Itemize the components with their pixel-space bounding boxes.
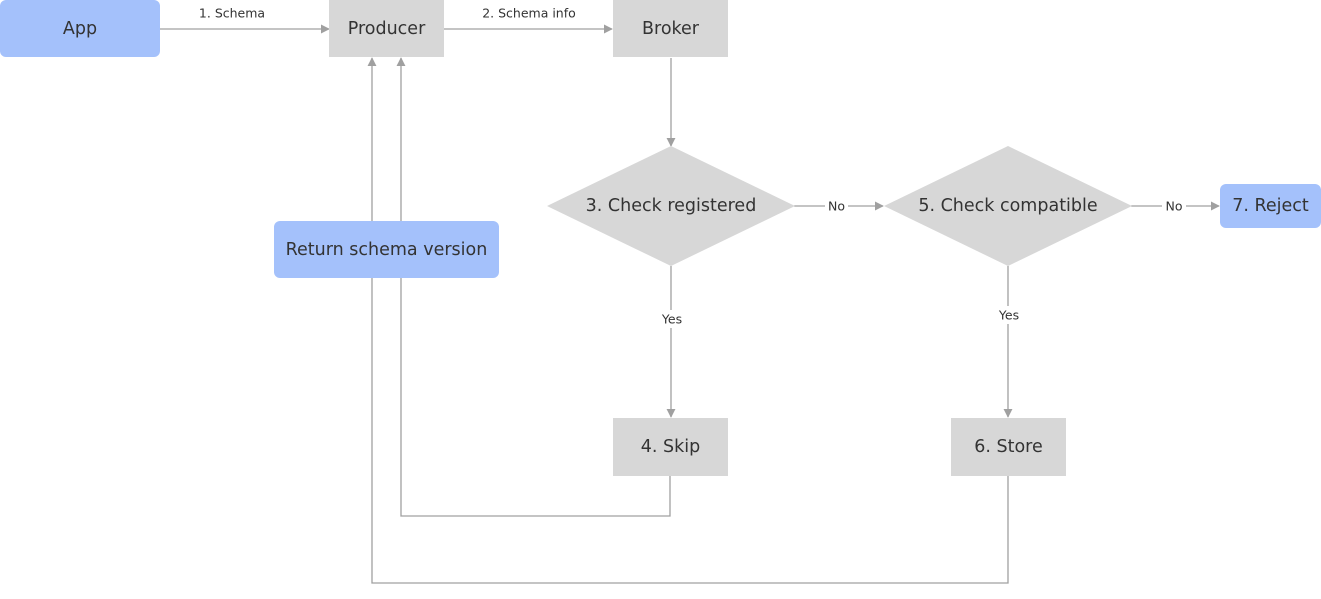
node-check-registered: 3. Check registered bbox=[547, 146, 795, 266]
node-broker-label: Broker bbox=[642, 19, 700, 39]
node-check-registered-label: 3. Check registered bbox=[586, 196, 757, 216]
node-broker: Broker bbox=[613, 0, 728, 57]
node-return-schema-version-label: Return schema version bbox=[286, 240, 488, 260]
edges bbox=[160, 24, 1220, 584]
node-reject: 7. Reject bbox=[1220, 184, 1321, 228]
node-skip-label: 4. Skip bbox=[641, 437, 700, 457]
node-skip: 4. Skip bbox=[613, 418, 728, 476]
edge-label-schema: 1. Schema bbox=[199, 6, 265, 21]
node-check-compatible-label: 5. Check compatible bbox=[918, 196, 1097, 216]
edge-store-to-producer bbox=[367, 57, 1009, 584]
node-app-label: App bbox=[63, 19, 97, 39]
nodes: App Producer Broker 3. Check registered … bbox=[0, 0, 1321, 476]
node-return-schema-version: Return schema version bbox=[274, 221, 499, 278]
node-producer-label: Producer bbox=[348, 19, 426, 39]
edge-labels: 1. Schema 2. Schema info No No Yes Yes bbox=[199, 6, 1186, 328]
node-store: 6. Store bbox=[951, 418, 1066, 476]
node-store-label: 6. Store bbox=[974, 437, 1043, 457]
node-app: App bbox=[0, 0, 160, 57]
edge-skip-to-producer bbox=[396, 57, 671, 517]
edge-label-registered-yes: Yes bbox=[661, 312, 682, 327]
node-check-compatible: 5. Check compatible bbox=[884, 146, 1132, 266]
edge-label-compatible-yes: Yes bbox=[998, 308, 1019, 323]
edge-label-registered-no: No bbox=[828, 199, 845, 214]
edge-label-schema-info: 2. Schema info bbox=[482, 6, 576, 21]
node-reject-label: 7. Reject bbox=[1232, 196, 1309, 216]
node-producer: Producer bbox=[329, 0, 444, 57]
edge-label-compatible-no: No bbox=[1166, 199, 1183, 214]
